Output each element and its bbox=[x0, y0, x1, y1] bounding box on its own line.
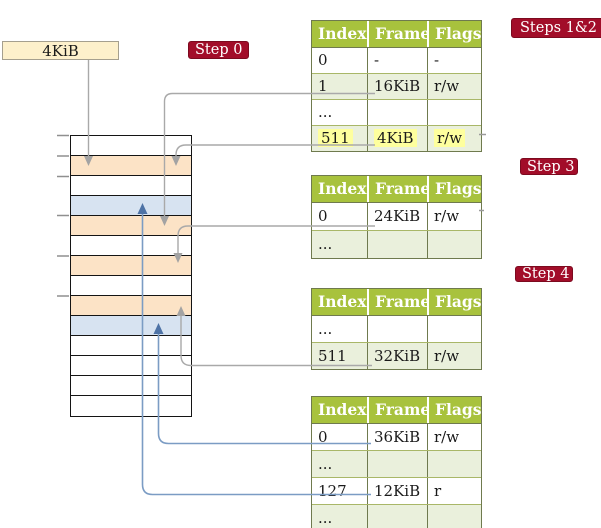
cell-flags: r/w bbox=[427, 424, 481, 450]
cell-frame: 12KiB bbox=[367, 478, 427, 504]
memory-row bbox=[71, 236, 191, 256]
cell-flags bbox=[427, 505, 481, 528]
page-table-level1: Index Frame Flags 0 24KiB r/w ... bbox=[311, 175, 482, 259]
memory-row bbox=[71, 356, 191, 376]
cell-index: 511 bbox=[312, 126, 367, 151]
cell-index: ... bbox=[318, 455, 333, 473]
memory-row bbox=[71, 296, 191, 316]
cell-index: ... bbox=[318, 103, 333, 121]
table-row: ... bbox=[312, 504, 481, 528]
cell-frame bbox=[367, 316, 427, 342]
table-row: ... bbox=[312, 316, 481, 342]
memory-row bbox=[71, 316, 191, 336]
memory-row bbox=[71, 396, 191, 416]
badge-step-3: Step 3 bbox=[520, 158, 578, 175]
memory-row bbox=[71, 216, 191, 236]
cell-index: ... bbox=[318, 235, 333, 253]
table-header-row: Index Frame Flags bbox=[312, 21, 481, 48]
cell-frame: 24KiB bbox=[367, 203, 427, 230]
cell-index: 0 bbox=[318, 51, 328, 69]
table-row: 127 12KiB r bbox=[312, 477, 481, 504]
cell-flags bbox=[427, 316, 481, 342]
physical-memory-column bbox=[70, 135, 192, 417]
memory-row bbox=[71, 376, 191, 396]
table-row: ... bbox=[312, 230, 481, 258]
memory-row bbox=[71, 256, 191, 276]
cell-flags: r/w bbox=[427, 203, 481, 230]
badge-steps-1-2: Steps 1&2 bbox=[511, 18, 601, 38]
table-row: 0 36KiB r/w bbox=[312, 424, 481, 450]
page-table-leaf: Index Frame Flags 0 36KiB r/w ... 127 12… bbox=[311, 396, 482, 528]
badge-step-0: Step 0 bbox=[188, 41, 249, 59]
cell-index: ... bbox=[318, 320, 333, 338]
memory-row bbox=[71, 136, 191, 156]
cell-frame: 16KiB bbox=[367, 74, 427, 99]
cell-flags: r/w bbox=[427, 74, 481, 99]
table-header-row: Index Frame Flags bbox=[312, 397, 481, 424]
memory-row bbox=[71, 196, 191, 216]
col-header-flags: Flags bbox=[427, 176, 481, 202]
col-header-index: Index bbox=[318, 179, 367, 198]
col-header-frame: Frame bbox=[367, 397, 427, 423]
cell-index: 511 bbox=[318, 347, 347, 365]
table-row: ... bbox=[312, 99, 481, 125]
table-row: 0 24KiB r/w bbox=[312, 203, 481, 230]
legend-4kib-box: 4KiB bbox=[2, 41, 119, 60]
cell-frame: 36KiB bbox=[367, 424, 427, 450]
cell-frame bbox=[367, 505, 427, 528]
cell-frame bbox=[367, 100, 427, 125]
cell-flags bbox=[427, 100, 481, 125]
table-row: ... bbox=[312, 450, 481, 477]
cell-index: ... bbox=[318, 509, 333, 527]
cell-frame: - bbox=[367, 48, 427, 73]
table-header-row: Index Frame Flags bbox=[312, 176, 481, 203]
badge-step-4: Step 4 bbox=[515, 266, 573, 282]
table-row: 1 16KiB r/w bbox=[312, 73, 481, 99]
table-row-highlighted: 511 4KiB r/w bbox=[312, 125, 481, 151]
cell-frame bbox=[367, 231, 427, 258]
page-table-level2: Index Frame Flags ... 511 32KiB r/w bbox=[311, 288, 482, 370]
col-header-index: Index bbox=[318, 400, 367, 419]
col-header-frame: Frame bbox=[367, 176, 427, 202]
memory-address-ticks bbox=[57, 134, 69, 297]
table-row: 511 32KiB r/w bbox=[312, 342, 481, 369]
col-header-flags: Flags bbox=[427, 289, 481, 315]
cell-index: 0 bbox=[318, 207, 328, 225]
cell-frame bbox=[367, 451, 427, 477]
cell-index: 0 bbox=[318, 428, 328, 446]
col-header-frame: Frame bbox=[367, 21, 427, 47]
page-table-level0: Index Frame Flags 0 - - 1 16KiB r/w ... … bbox=[311, 20, 482, 152]
col-header-index: Index bbox=[318, 292, 367, 311]
cell-frame: 4KiB bbox=[367, 126, 427, 151]
cell-flags: - bbox=[427, 48, 481, 73]
cell-flags bbox=[427, 451, 481, 477]
memory-row bbox=[71, 176, 191, 196]
cell-index: 127 bbox=[318, 482, 347, 500]
memory-row bbox=[71, 336, 191, 356]
cell-frame: 32KiB bbox=[367, 343, 427, 369]
memory-row bbox=[71, 156, 191, 176]
cell-flags bbox=[427, 231, 481, 258]
cell-flags: r/w bbox=[427, 126, 481, 151]
cell-flags: r bbox=[427, 478, 481, 504]
col-header-index: Index bbox=[318, 24, 367, 43]
col-header-flags: Flags bbox=[427, 21, 481, 47]
col-header-flags: Flags bbox=[427, 397, 481, 423]
table-row: 0 - - bbox=[312, 48, 481, 73]
table-header-row: Index Frame Flags bbox=[312, 289, 481, 316]
col-header-frame: Frame bbox=[367, 289, 427, 315]
memory-row bbox=[71, 276, 191, 296]
cell-index: 1 bbox=[318, 77, 328, 95]
cell-flags: r/w bbox=[427, 343, 481, 369]
